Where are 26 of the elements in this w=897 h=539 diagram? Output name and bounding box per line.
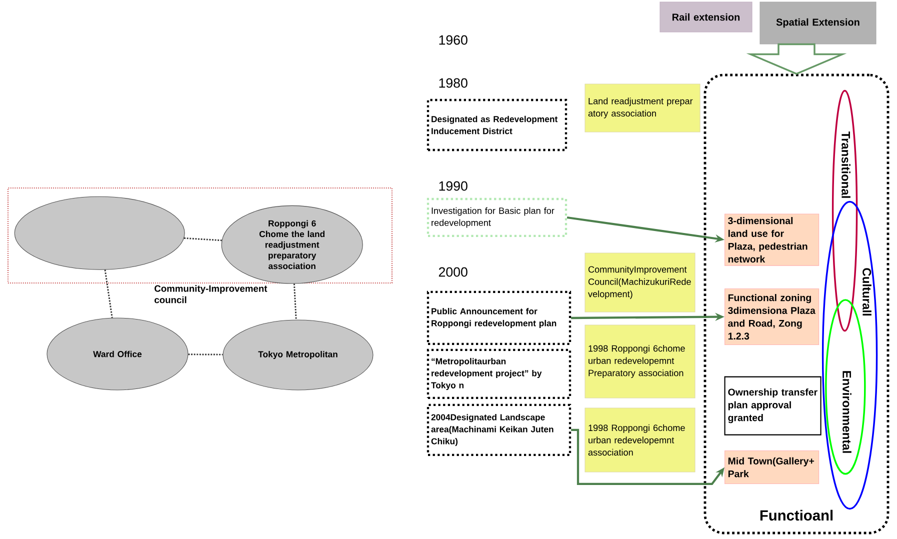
node-label: Community-Improvement council bbox=[154, 285, 268, 304]
year-label: 2000 bbox=[438, 267, 468, 277]
organization-box: CommunityImprovement Council(MachizukuriRedevelopment) bbox=[584, 252, 696, 312]
connector-line bbox=[104, 270, 113, 318]
year-label: 1990 bbox=[439, 181, 468, 191]
year-label: 1960 bbox=[439, 35, 468, 45]
organization-box: 1998 Roppongi 6chome urban redevelopemnt Preparatory association bbox=[584, 324, 696, 398]
event-box: Investigation for Basic plan for redevelopment bbox=[426, 198, 568, 238]
extension-box: Spatial Extension bbox=[760, 2, 876, 44]
event-box: “Metropolitaurban redevelopment project” by Tokyo n bbox=[426, 348, 572, 400]
event-box: Designated as Redevelopment Inducement District bbox=[426, 98, 568, 152]
connector-line bbox=[184, 237, 222, 242]
organization-ellipse bbox=[14, 196, 185, 270]
organization-box: 1998 Roppongi 6chome urban redevelopemnt association bbox=[584, 408, 696, 472]
outcome-box: Mid Town(Gallery+ Park bbox=[724, 450, 820, 484]
connector-line bbox=[188, 354, 223, 356]
organization-box: Land readjustment preparatory association bbox=[584, 84, 700, 132]
year-label: 1980 bbox=[439, 78, 468, 88]
outcome-box: Ownership transfer plan approval granted bbox=[724, 376, 822, 436]
event-box: Public Announcement for Roppongi redevelopment plan bbox=[426, 290, 572, 346]
block-arrow bbox=[746, 43, 847, 75]
event-box: 2004Designated Landscape area(Machinami Keikan Juten Chiku) bbox=[426, 404, 572, 456]
outcome-box: 3-dimensional land use for Plaza, pedestrian network bbox=[724, 214, 820, 266]
outcome-box: Functional zoning 3dimensiona Plaza and Road, Zong 1.2.3 bbox=[724, 288, 820, 346]
connector-line bbox=[293, 284, 297, 320]
extension-box: Rail extension bbox=[660, 2, 752, 32]
